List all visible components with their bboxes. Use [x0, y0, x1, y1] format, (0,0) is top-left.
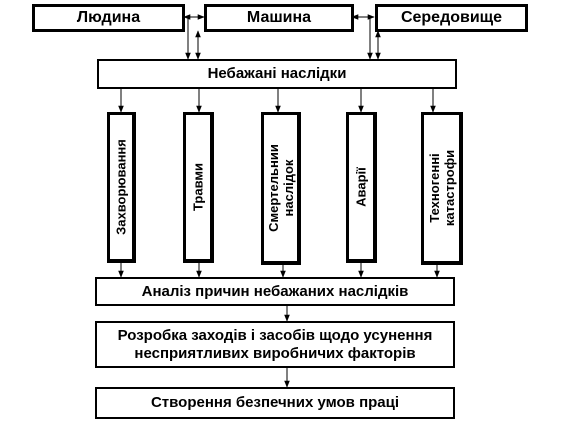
box-technogenic-catastrophes: Техногенні катастрофи — [421, 112, 463, 265]
box-environment-label: Середовище — [400, 9, 503, 26]
box-analysis-label: Аналіз причин небажаних наслідків — [141, 282, 409, 300]
box-analysis: Аналіз причин небажаних наслідків — [95, 277, 455, 306]
box-diseases-text: Захворювання — [113, 139, 129, 235]
box-fatal-outcome: Смертельнии наслідок — [261, 112, 301, 265]
box-machine: Машина — [204, 4, 354, 32]
box-injuries-text: Травми — [190, 162, 206, 212]
box-unwanted-consequences: Небажані наслідки — [97, 59, 457, 89]
box-human-label: Людина — [76, 9, 141, 26]
box-safe-conditions-label: Створення безпечних умов праці — [150, 394, 400, 411]
box-injuries: Травми — [183, 112, 214, 263]
box-unwanted-consequences-label: Небажані наслідки — [207, 65, 347, 82]
box-accidents: Аварії — [346, 112, 377, 263]
box-measures-line-2: несприятливих виробничих факторів — [134, 344, 416, 362]
box-fatal-outcome-text: Смертельнии наслідок — [265, 144, 296, 232]
box-human: Людина — [32, 4, 185, 32]
box-machine-label: Машина — [246, 9, 312, 26]
box-diseases: Захворювання — [107, 112, 136, 263]
box-safe-conditions: Створення безпечних умов праці — [95, 387, 455, 419]
box-measures: Розробка заходів і засобів щодо усунення… — [95, 321, 455, 368]
box-environment: Середовище — [375, 4, 528, 32]
box-measures-line-1: Розробка заходів і засобів щодо усунення — [117, 326, 433, 344]
box-accidents-text: Аварії — [353, 167, 369, 207]
box-technogenic-catastrophes-text: Техногенні катастрофи — [426, 149, 457, 227]
